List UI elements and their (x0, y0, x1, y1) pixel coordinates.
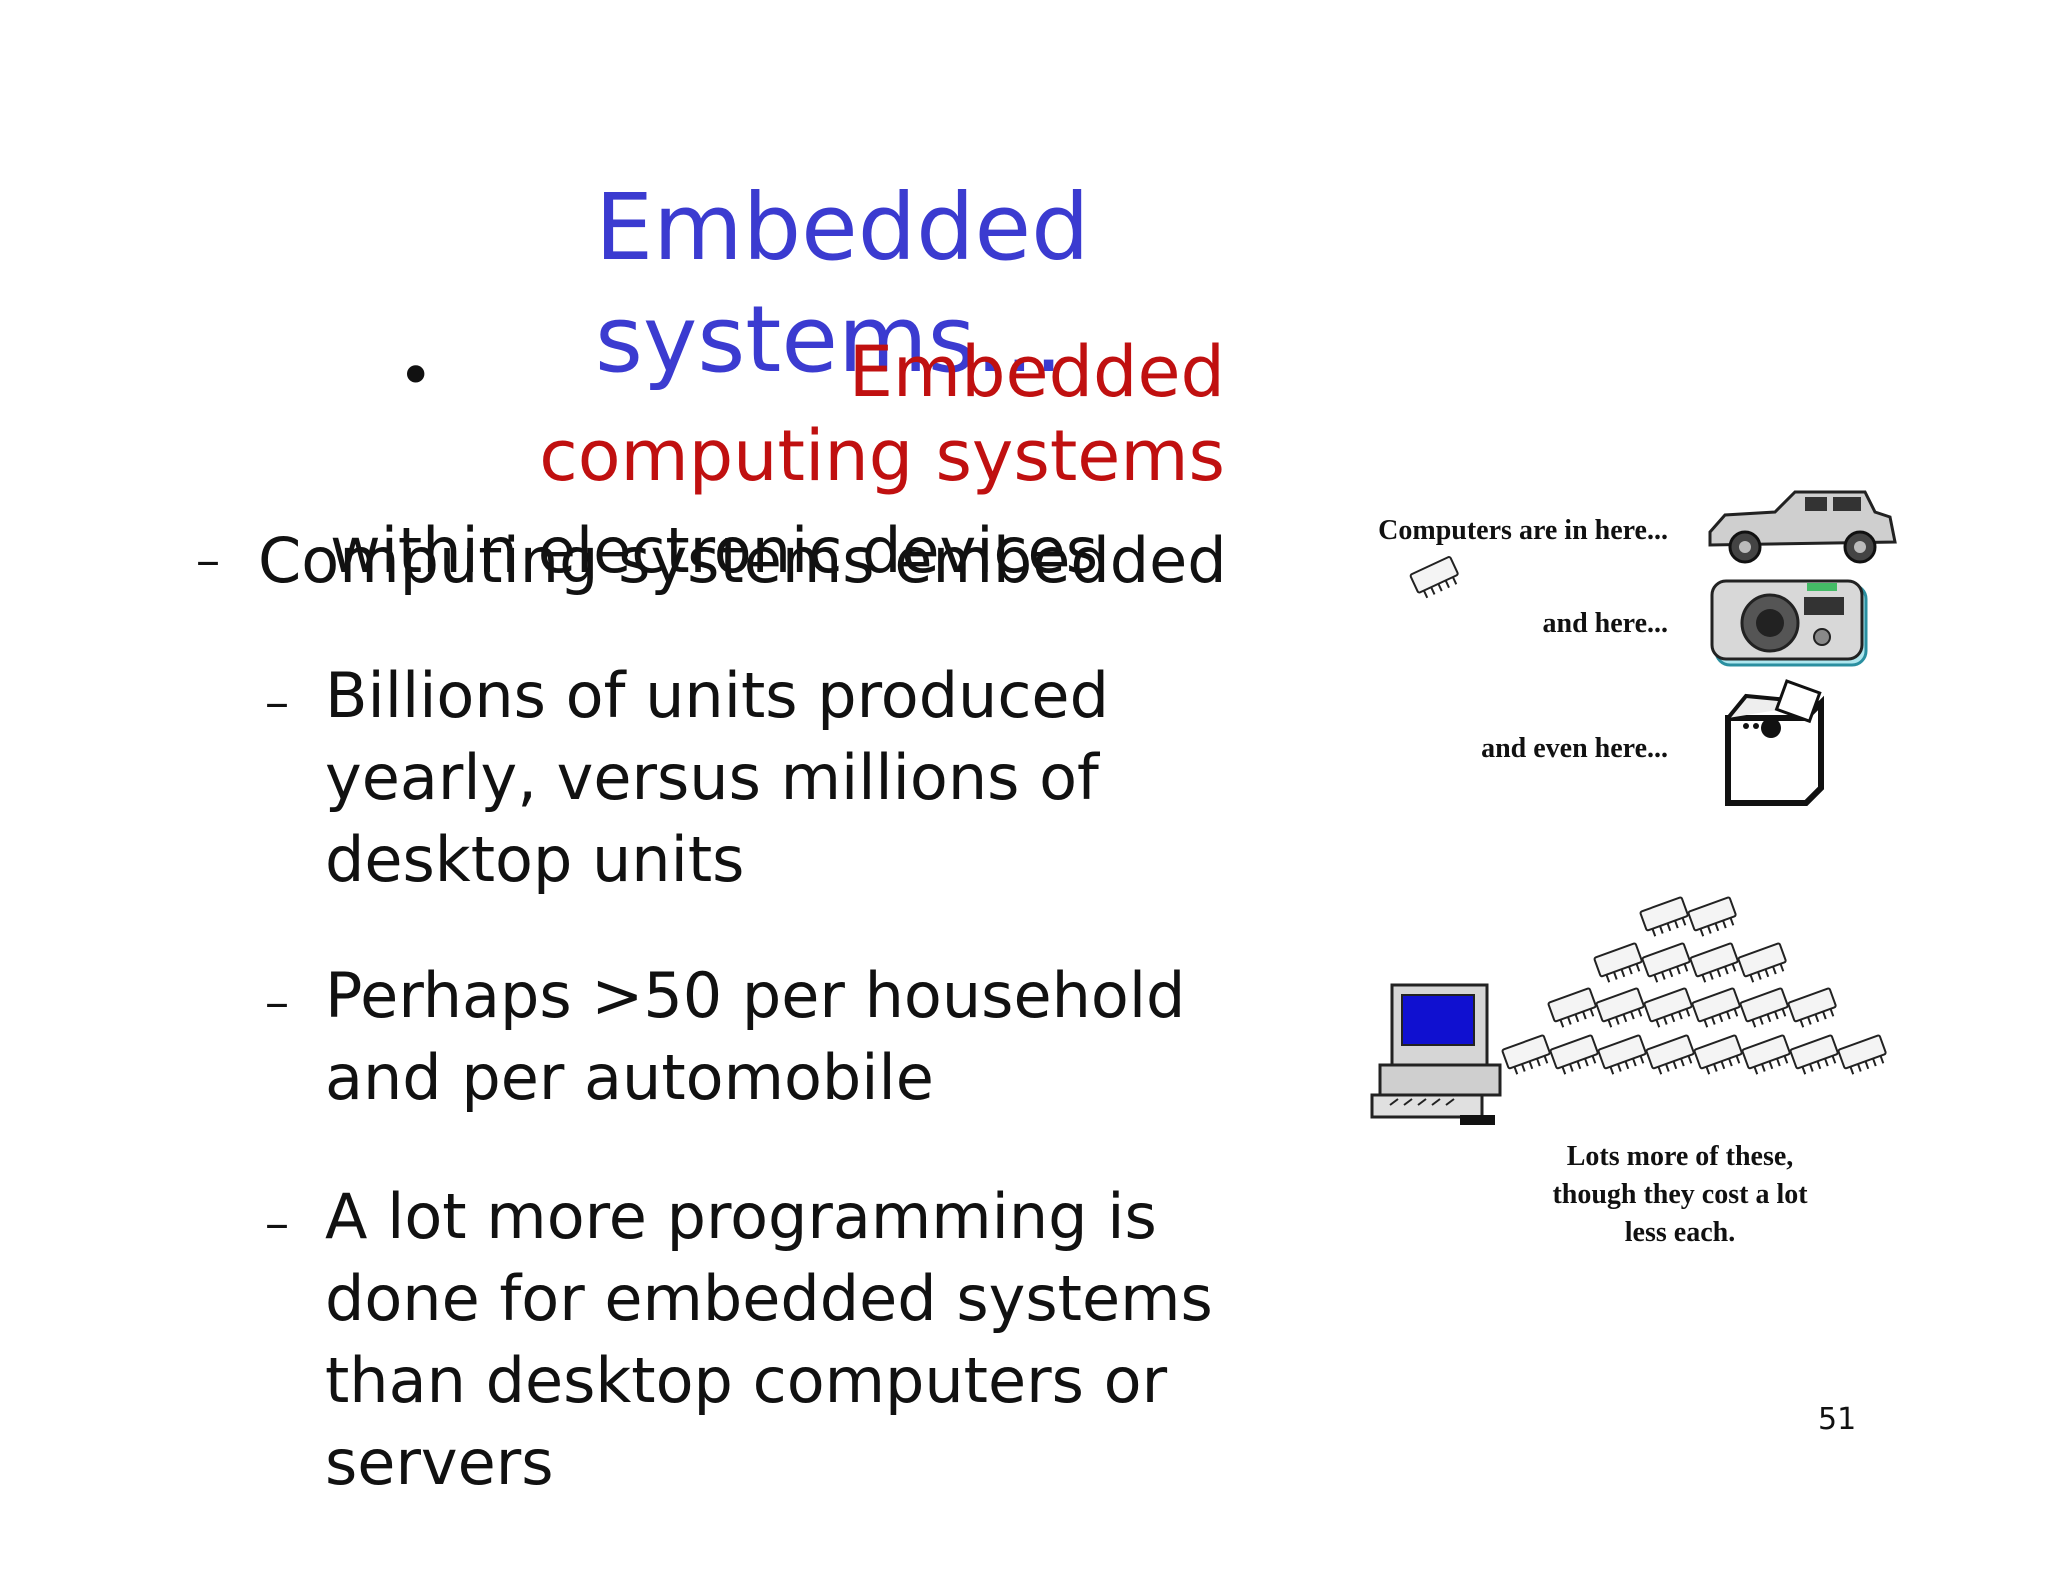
camera-icon (1710, 579, 1868, 667)
label-even-here: and even here... (1481, 733, 1668, 764)
label-and-here: and here... (1542, 608, 1669, 639)
chip-pyramid (1501, 895, 1890, 1078)
sub-bullet-text: Perhaps >50 per household and per automo… (325, 959, 1186, 1114)
dash-icon: – (265, 1195, 289, 1251)
chip-icon (1501, 1033, 1554, 1078)
car-icon (1708, 490, 1897, 564)
desktop-computer-icon (1370, 983, 1502, 1125)
washing-machine-icon (1725, 679, 1824, 806)
bullet-dot-icon: • (398, 341, 434, 411)
sub-bullet-text: A lot more programming is done for embed… (325, 1180, 1213, 1499)
caption-line: Lots more of these, (1566, 1141, 1794, 1172)
sub-bullet-line-1: Computing systems embedded (258, 524, 1227, 597)
chip-icon (1645, 1033, 1698, 1078)
slide-title: Embedded systems... (595, 174, 1090, 393)
chip-icon (1687, 895, 1740, 940)
label-computers: Computers are in here... (1378, 515, 1668, 546)
main-bullet: Embedded computing systems (539, 331, 1225, 497)
sub-bullet-line-2: within electronic devices (330, 514, 1099, 587)
sub-bullet-household: – Perhaps >50 per household and per auto… (265, 955, 1305, 1119)
chip-icon (1789, 1033, 1842, 1078)
chip-icon (1639, 895, 1692, 940)
dash-icon: – (265, 674, 289, 730)
chip-icon (1595, 986, 1648, 1031)
chip-icon (1593, 941, 1646, 986)
chip-icon (1739, 986, 1792, 1031)
chip-icon (1597, 1033, 1650, 1078)
chip-icon (1549, 1033, 1602, 1078)
page-number: 51 (1818, 1402, 1857, 1437)
sub-bullet-billions: – Billions of units produced yearly, ver… (265, 655, 1225, 901)
sub-bullet-programming: – A lot more programming is done for emb… (265, 1176, 1315, 1504)
caption-line: though they cost a lot (1552, 1179, 1808, 1210)
chip-icon (1689, 941, 1742, 986)
chip-icon (1691, 986, 1744, 1031)
caption-line: less each. (1624, 1217, 1736, 1248)
chip-icon (1641, 941, 1694, 986)
chip-icon (1737, 941, 1790, 986)
chip-icon (1693, 1033, 1746, 1078)
figure-caption: Lots more of these, though they cost a l… (1510, 1138, 1850, 1252)
chip-icon (1837, 1033, 1890, 1078)
chip-icon (1409, 555, 1463, 602)
chip-icon (1741, 1033, 1794, 1078)
chip-icon (1643, 986, 1696, 1031)
sub-bullet-text: Billions of units produced yearly, versu… (325, 659, 1109, 896)
dash-icon: – (196, 532, 220, 588)
chip-icon (1787, 986, 1840, 1031)
dash-icon: – (265, 974, 289, 1030)
chip-icon (1547, 986, 1600, 1031)
